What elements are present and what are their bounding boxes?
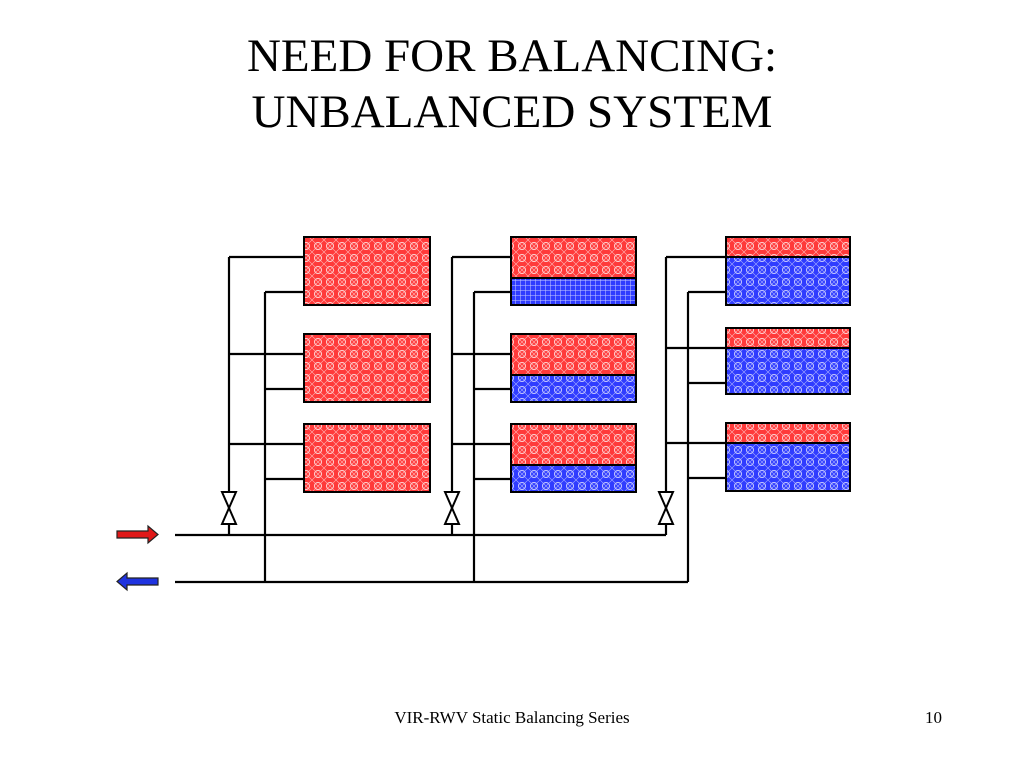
radiator-hot-section [726,328,850,348]
radiator [303,333,431,403]
radiator [725,422,851,492]
valve-group [220,491,675,525]
valve-body [443,491,461,525]
title-line-2: UNBALANCED SYSTEM [251,86,773,138]
valve-icon [657,491,675,525]
radiator-cold-section [511,465,636,492]
radiator-hot-section [304,237,430,305]
page-number: 10 [925,708,942,727]
radiator-hot-section [511,424,636,465]
valve-body [220,491,238,525]
radiator-cold-section [726,443,850,491]
radiator [510,333,637,403]
valve-icon [443,491,461,525]
title-line-1: NEED FOR BALANCING: [246,30,778,82]
radiator-hot-section [304,334,430,402]
pipe-network [175,255,726,584]
radiator-cold-section [511,278,636,305]
radiator [303,423,431,493]
radiator [725,236,851,306]
radiator-outline [303,423,431,493]
radiator [510,236,637,306]
footer-text: VIR-RWV Static Balancing Series [394,708,630,727]
radiator [725,327,851,395]
radiator-cold-section [726,257,850,305]
supply-arrow-icon [116,524,159,545]
radiator [510,423,637,493]
radiator-hot-section [726,237,850,257]
radiator-outline [725,327,851,395]
radiator-outline [303,333,431,403]
radiator-outline [725,422,851,492]
valve-body [657,491,675,525]
radiator-cold-section [511,375,636,402]
slide-title: NEED FOR BALANCING: UNBALANCED SYSTEM [0,28,1024,140]
radiator-outline [303,236,431,306]
radiator-hot-section [511,237,636,278]
radiator-group [303,236,851,493]
radiator-outline [510,333,637,403]
valve-icon [220,491,238,525]
radiator-hot-section [726,423,850,443]
radiator-hot-section [304,424,430,492]
radiator-outline [725,236,851,306]
radiator-outline [510,423,637,493]
radiator [303,236,431,306]
radiator-cold-section [726,348,850,394]
radiator-outline [510,236,637,306]
radiator-hot-section [511,334,636,375]
return-arrow-icon [116,571,159,592]
